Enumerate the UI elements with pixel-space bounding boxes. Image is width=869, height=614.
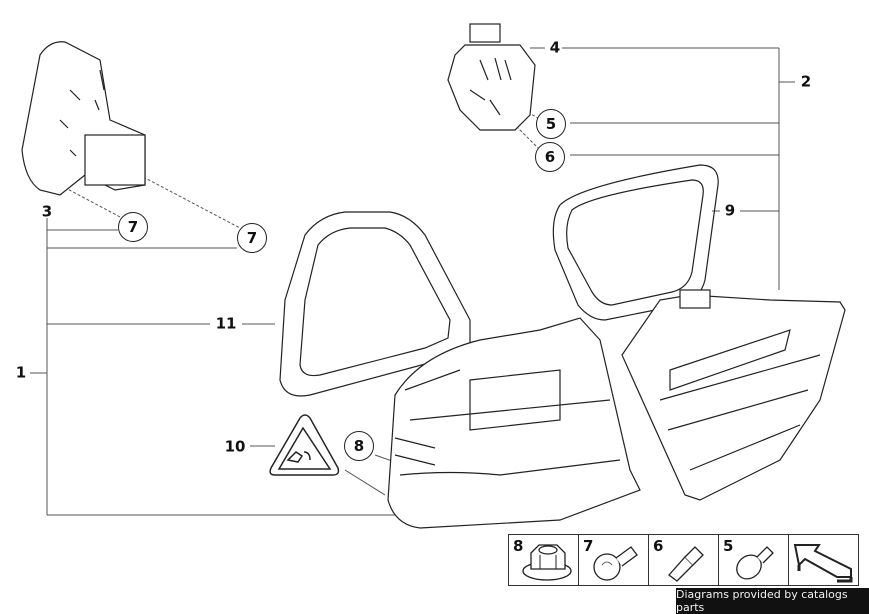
- part-8-outer-light: [387, 317, 641, 529]
- callout-4: 4: [549, 38, 561, 57]
- part-3-bulb-carrier: [21, 41, 146, 196]
- part-2-inner-light: [621, 289, 846, 501]
- flange-nut-icon: [522, 544, 572, 581]
- callout-7a: 7: [118, 212, 148, 242]
- legend-number: 5: [723, 537, 734, 555]
- callout-2: 2: [800, 72, 812, 91]
- bulb-round-icon: [736, 546, 774, 580]
- part-4-inner-carrier: [447, 23, 536, 131]
- callout-8: 8: [344, 431, 374, 461]
- part-9-gasket: [552, 164, 719, 321]
- callout-10: 10: [224, 437, 246, 456]
- legend-item-6[interactable]: 6: [649, 535, 719, 585]
- part-10-warning-label: [269, 414, 340, 476]
- legend-item-8[interactable]: 8: [509, 535, 579, 585]
- parts-legend: 8 7 6 5: [508, 534, 859, 586]
- bulb-small-icon: [668, 546, 704, 582]
- part-11-gasket: [279, 211, 471, 397]
- credit-banner: Diagrams provided by catalogs parts: [676, 588, 869, 614]
- callout-3: 3: [41, 202, 53, 221]
- legend-item-arrow[interactable]: [789, 535, 858, 585]
- callout-9: 9: [724, 201, 736, 220]
- callout-5: 5: [536, 109, 566, 139]
- callout-7b: 7: [237, 223, 267, 253]
- legend-item-5[interactable]: 5: [719, 535, 789, 585]
- bulb-large-icon: [593, 546, 638, 581]
- callout-11: 11: [215, 314, 237, 333]
- callout-1: 1: [15, 363, 27, 382]
- callout-6: 6: [535, 142, 565, 172]
- legend-number: 8: [513, 537, 524, 555]
- legend-number: 6: [653, 537, 664, 555]
- legend-number: 7: [583, 537, 594, 555]
- arrow-icon: [793, 544, 853, 583]
- legend-item-7[interactable]: 7: [579, 535, 649, 585]
